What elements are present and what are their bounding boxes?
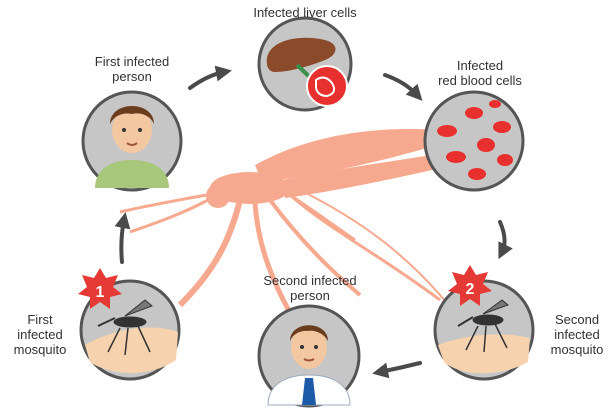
badge-2-number: 2 <box>466 281 475 298</box>
arrow-person-to-liver <box>190 72 224 88</box>
arrow-mosquito1-to-person1 <box>121 220 124 262</box>
label-infected-red-blood-cells: Infected red blood cells <box>420 58 540 88</box>
second-mosquito-circle <box>435 281 533 379</box>
arrow-liver-to-blood <box>385 75 417 95</box>
liver-circle <box>259 18 351 110</box>
arrow-mosquito2-to-person2 <box>380 363 420 372</box>
second-person-circle <box>259 306 359 406</box>
label-first-infected-person: First infected person <box>72 54 192 84</box>
label-second-infected-person: Second infected person <box>245 273 375 303</box>
blood-circle <box>425 92 523 190</box>
badge-1-number: 1 <box>96 284 105 301</box>
label-second-infected-mosquito: Second infected mosquito <box>540 312 614 357</box>
label-first-infected-mosquito: First infected mosquito <box>2 312 78 357</box>
first-person-circle <box>83 92 181 190</box>
arrow-blood-to-mosquito2 <box>500 222 505 252</box>
label-infected-liver-cells: Infected liver cells <box>235 5 375 20</box>
